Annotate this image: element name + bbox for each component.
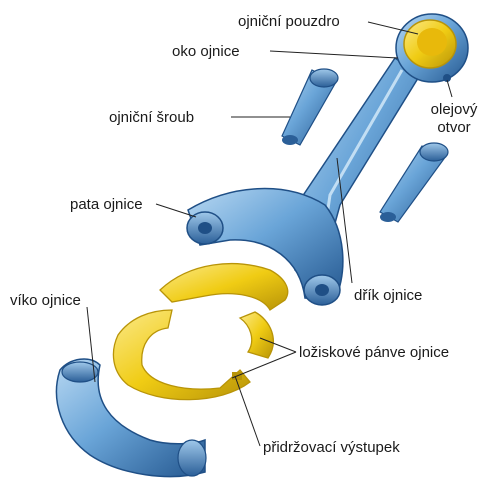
- label-shank: dřík ojnice: [354, 287, 422, 304]
- label-bushing: ojniční pouzdro: [238, 13, 340, 30]
- label-foot: pata ojnice: [70, 196, 143, 213]
- bearing-shell-upper: [160, 264, 288, 358]
- bearing-shell-lower: [113, 310, 250, 400]
- rod-bolt-right: [380, 143, 448, 222]
- label-cap: víko ojnice: [10, 292, 81, 309]
- label-oil-hole-line2: otvor: [424, 119, 484, 136]
- label-oil-hole-line1: olejový: [424, 101, 484, 118]
- label-locating-lug: přidržovací výstupek: [263, 439, 400, 456]
- leader-eye: [270, 51, 398, 58]
- leader-oil-hole: [447, 80, 452, 97]
- label-eye: oko ojnice: [172, 43, 240, 60]
- label-bearing-shells: ložiskové pánve ojnice: [299, 344, 449, 361]
- rod-bolt-left: [282, 69, 338, 145]
- rod-eye: [396, 14, 468, 82]
- label-bolt: ojniční šroub: [109, 109, 194, 126]
- leader-lug: [235, 376, 260, 446]
